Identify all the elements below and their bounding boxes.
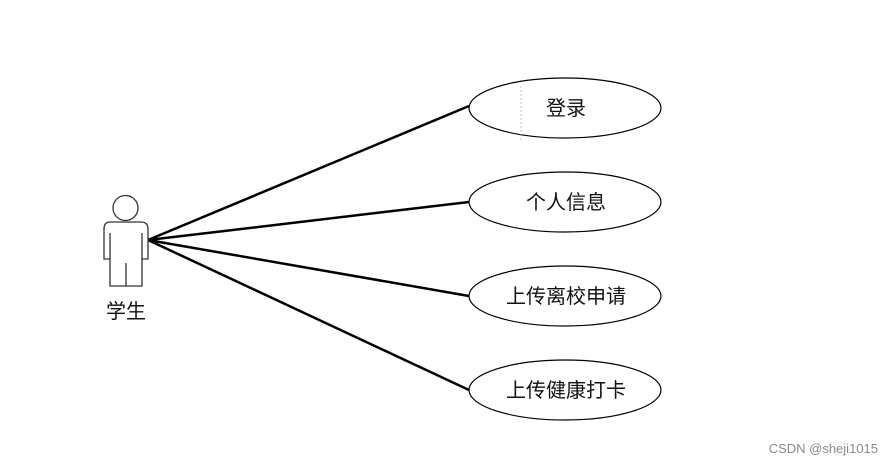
association-line-personal-info bbox=[147, 200, 470, 242]
use-case-label: 个人信息 bbox=[526, 190, 606, 214]
use-case-login: 登录 bbox=[468, 77, 662, 142]
use-case-label: 登录 bbox=[546, 96, 586, 120]
use-case-ellipse bbox=[468, 265, 662, 327]
associations bbox=[147, 104, 470, 392]
use-case-ellipse bbox=[468, 359, 662, 421]
use-case-ellipse bbox=[468, 77, 662, 139]
use-case-leave-application: 上传离校申请 bbox=[468, 265, 662, 327]
use-case-personal-info: 个人信息 bbox=[468, 171, 662, 233]
actor-label: 学生 bbox=[106, 299, 146, 323]
use-case-label: 上传离校申请 bbox=[506, 284, 626, 308]
actor-head bbox=[112, 194, 139, 222]
association-line-login bbox=[147, 104, 470, 242]
association-line-health-checkin bbox=[147, 238, 470, 392]
watermark-text: CSDN @sheji1015 bbox=[768, 441, 878, 456]
use-case-label: 上传健康打卡 bbox=[506, 378, 626, 402]
actor-body bbox=[103, 221, 149, 287]
use-case-ellipse bbox=[468, 171, 662, 233]
association-line-leave-application bbox=[147, 238, 470, 298]
actor-figure bbox=[103, 194, 149, 287]
use-case-health-checkin: 上传健康打卡 bbox=[468, 359, 662, 421]
